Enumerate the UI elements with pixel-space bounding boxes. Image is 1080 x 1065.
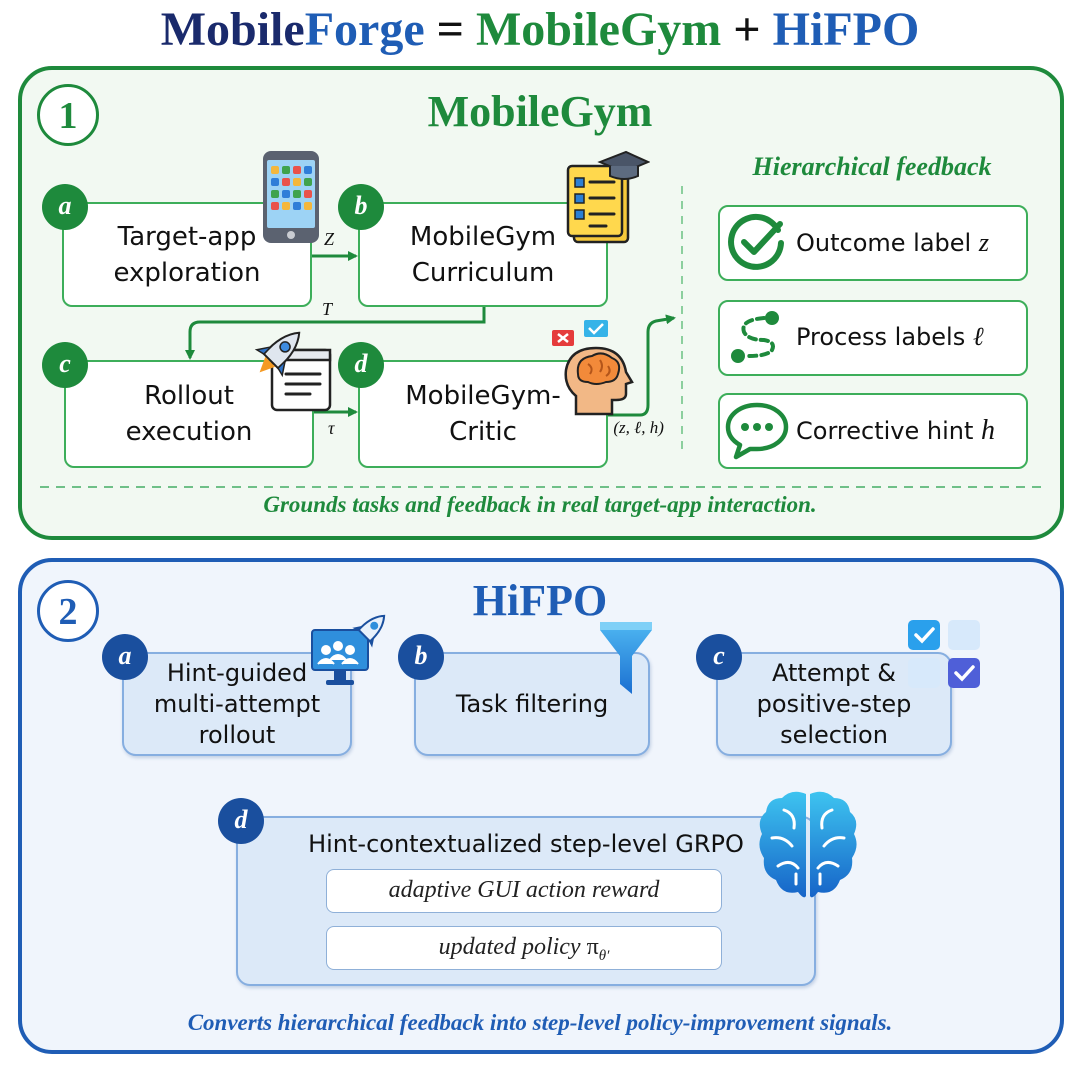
- hbox-a-line1: Hint-guided: [166, 658, 308, 687]
- updated-policy-text: updated policy: [438, 934, 587, 960]
- hint-symbol: h: [981, 415, 995, 446]
- box-c-line2: execution: [125, 417, 253, 447]
- target-app-exploration-box: Target-app exploration: [62, 202, 312, 307]
- mobilegym-curriculum-box: MobileGym Curriculum: [358, 202, 608, 307]
- monitor-rocket-icon: [311, 614, 386, 685]
- process-path-icon: [731, 311, 779, 363]
- title-forge: Forge: [304, 3, 425, 56]
- hifpo-title: HiFPO: [472, 576, 608, 625]
- title-mobilegym: MobileGym: [475, 3, 722, 56]
- arrow-d-to-feedback: [606, 314, 676, 417]
- hbox-b-line1: Task filtering: [455, 689, 609, 718]
- badge-b: b: [338, 184, 384, 230]
- curriculum-checklist-icon: [566, 150, 650, 244]
- title-plus: +: [721, 3, 773, 56]
- hifpo-badge-a: a: [102, 634, 148, 680]
- title-mobile: Mobile: [160, 3, 305, 56]
- box-a-line2: exploration: [113, 257, 261, 288]
- grpo-title: Hint-contextualized step-level GRPO: [308, 830, 744, 858]
- policy-theta-subscript: θ′: [598, 947, 610, 964]
- mobilegym-title: MobileGym: [427, 87, 653, 136]
- label-tau: τ: [328, 418, 335, 438]
- box-d-line1: MobileGym-: [405, 381, 561, 411]
- box-b-line1: MobileGym: [409, 221, 557, 252]
- title-hifpo: HiFPO: [772, 3, 920, 56]
- check-circle-icon: [728, 213, 784, 270]
- label-T: T: [322, 299, 333, 319]
- task-filtering-box: Task filtering: [414, 652, 650, 756]
- outcome-symbol: z: [978, 228, 989, 257]
- box-a-line1: Target-app: [117, 221, 257, 252]
- rocket-window-icon: [254, 331, 332, 412]
- badge-d: d: [338, 342, 384, 388]
- box-b-line2: Curriculum: [411, 257, 555, 288]
- adaptive-reward-box: adaptive GUI action reward: [326, 869, 722, 913]
- funnel-icon: [600, 622, 652, 694]
- box-d-line2: Critic: [449, 417, 517, 447]
- badge-a: a: [42, 184, 88, 230]
- hbox-a-line2: multi-attempt: [153, 689, 321, 718]
- policy-pi-symbol: π: [586, 934, 599, 960]
- outcome-label-text: Outcome label z: [796, 228, 989, 257]
- hifpo-badge-b: b: [398, 634, 444, 680]
- outcome-label-box: [718, 205, 1028, 281]
- title-equals: =: [424, 3, 476, 56]
- process-symbol: ℓ: [972, 322, 984, 351]
- panel-number-2: 2: [37, 580, 99, 642]
- hbox-c-line1: Attempt &: [772, 658, 896, 687]
- smartphone-icon: [263, 151, 319, 243]
- critic-brain-head-icon: [552, 320, 634, 416]
- process-labels-text: Process labels ℓ: [796, 322, 984, 351]
- hifpo-badge-d: d: [218, 798, 264, 844]
- chat-bubble-icon: [725, 402, 789, 460]
- box-c-line1: Rollout: [144, 381, 234, 411]
- page-title: MobileForge = MobileGym + HiFPO: [0, 2, 1080, 58]
- badge-c: c: [42, 342, 88, 388]
- hint-guided-rollout-box: Hint-guided multi-attempt rollout: [122, 652, 352, 756]
- checkbox-grid-icon: [908, 620, 980, 688]
- hifpo-badge-c: c: [696, 634, 742, 680]
- hierarchical-feedback-heading: Hierarchical feedback: [752, 152, 992, 181]
- hifpo-caption: Converts hierarchical feedback into step…: [187, 1010, 893, 1035]
- label-z: Z: [324, 229, 335, 249]
- panel-number-1: 1: [37, 84, 99, 146]
- updated-policy-box: updated policy πθ′: [326, 926, 722, 970]
- brain-icon: [759, 791, 857, 898]
- mobilegym-caption: Grounds tasks and feedback in real targe…: [263, 492, 817, 517]
- arrow-b-to-c: [185, 305, 486, 360]
- hbox-a-line3: rollout: [198, 720, 276, 749]
- rollout-execution-box: Rollout execution: [64, 360, 314, 468]
- hbox-c-line2: positive-step: [756, 689, 912, 718]
- hbox-c-line3: selection: [780, 720, 888, 749]
- corrective-hint-text: Corrective hint h: [796, 415, 995, 446]
